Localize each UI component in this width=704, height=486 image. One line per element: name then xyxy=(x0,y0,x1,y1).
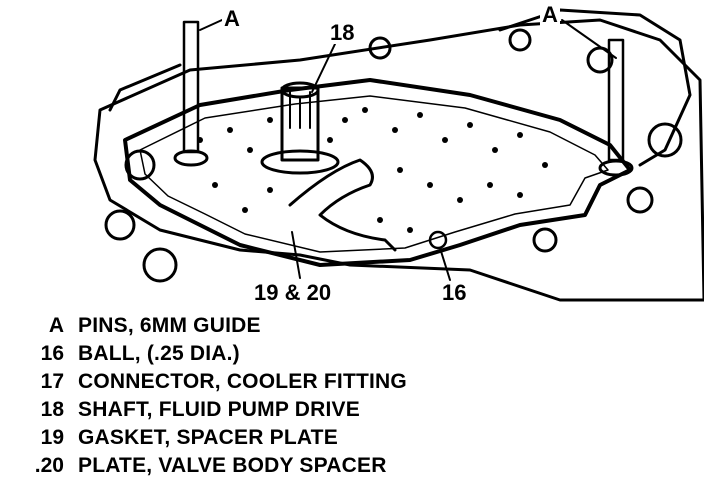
spacer-plate-outline xyxy=(123,78,632,267)
legend-text: SHAFT, FLUID PUMP DRIVE xyxy=(78,398,360,421)
bolt-boss-3 xyxy=(368,36,392,60)
legend-text: GASKET, SPACER PLATE xyxy=(78,426,338,449)
legend-text: BALL, (.25 DIA.) xyxy=(78,342,240,365)
legend-text: PINS, 6MM GUIDE xyxy=(78,314,261,337)
legend-text: PLATE, VALVE BODY SPACER xyxy=(78,454,387,477)
case-outline xyxy=(93,18,704,302)
parts-legend: A PINS, 6MM GUIDE 16 BALL, (.25 DIA.) 17… xyxy=(12,314,692,482)
legend-text: CONNECTOR, COOLER FITTING xyxy=(78,370,407,393)
leader-pin-left xyxy=(199,19,223,31)
legend-item: .20 PLATE, VALVE BODY SPACER xyxy=(12,454,692,482)
legend-item: A PINS, 6MM GUIDE xyxy=(12,314,692,342)
legend-item: 19 GASKET, SPACER PLATE xyxy=(12,426,692,454)
pin-right-base xyxy=(598,159,634,177)
bolt-boss-7 xyxy=(532,227,558,253)
housing-right xyxy=(498,8,692,167)
plate-slot xyxy=(288,158,397,252)
housing-left-edge xyxy=(108,63,182,112)
callout-gasket-plate: 19 & 20 xyxy=(252,280,334,305)
line-drawing xyxy=(93,8,704,302)
valve-body-illustration: A A 18 19 & 20 16 xyxy=(93,2,704,305)
legend-key: 16 xyxy=(40,342,64,365)
drive-shaft xyxy=(280,86,320,162)
legend-key: 19 xyxy=(40,426,64,449)
bolt-boss-9 xyxy=(124,149,156,181)
leader-shaft xyxy=(311,43,336,93)
legend-key: 18 xyxy=(40,398,64,421)
bolt-boss-2 xyxy=(104,209,136,241)
leader-ball xyxy=(439,247,451,281)
bolt-boss-8 xyxy=(647,122,683,158)
legend-key: 17 xyxy=(40,370,64,393)
leader-pin-right xyxy=(561,19,617,59)
spacer-plate-inner xyxy=(139,95,609,253)
pin-left xyxy=(182,20,200,154)
legend-item: 18 SHAFT, FLUID PUMP DRIVE xyxy=(12,398,692,426)
leader-plate xyxy=(291,231,301,279)
pin-left-base xyxy=(173,149,209,167)
callout-shaft: 18 xyxy=(328,20,357,45)
callout-pin-left: A xyxy=(222,6,242,31)
legend-item: 17 CONNECTOR, COOLER FITTING xyxy=(12,370,692,398)
bolt-boss-5 xyxy=(586,46,614,74)
legend-key: .20 xyxy=(34,454,64,477)
bolt-boss-1 xyxy=(142,247,178,283)
check-ball xyxy=(428,230,448,250)
callout-pin-right: A xyxy=(540,2,560,27)
legend-key: A xyxy=(48,314,64,337)
bolt-boss-4 xyxy=(508,28,532,52)
bolt-boss-6 xyxy=(626,186,654,214)
legend-item: 16 BALL, (.25 DIA.) xyxy=(12,342,692,370)
callout-ball: 16 xyxy=(440,280,469,305)
drive-shaft-flange xyxy=(260,149,340,175)
